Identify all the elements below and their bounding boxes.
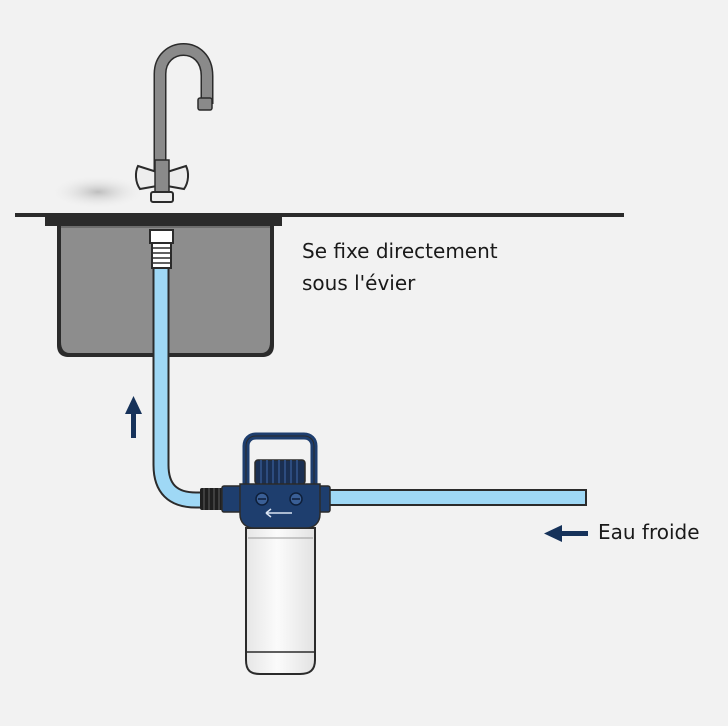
countertop — [15, 213, 624, 217]
arrow-up-icon — [125, 396, 142, 438]
water-filter-icon — [221, 432, 331, 675]
pipe-coupling — [200, 488, 224, 510]
hose-connector — [149, 229, 174, 269]
cold-water-label: Eau froide — [598, 520, 700, 544]
mount-note-line1: Se fixe directement — [302, 239, 498, 263]
faucet-shadow — [50, 175, 146, 209]
cold-water-pipe — [327, 489, 587, 506]
supply-hose — [152, 268, 206, 509]
mount-note: Se fixe directement sous l'évier — [302, 235, 498, 299]
arrow-left-icon — [544, 525, 588, 542]
faucet-icon — [134, 43, 214, 203]
mount-note-line2: sous l'évier — [302, 271, 416, 295]
